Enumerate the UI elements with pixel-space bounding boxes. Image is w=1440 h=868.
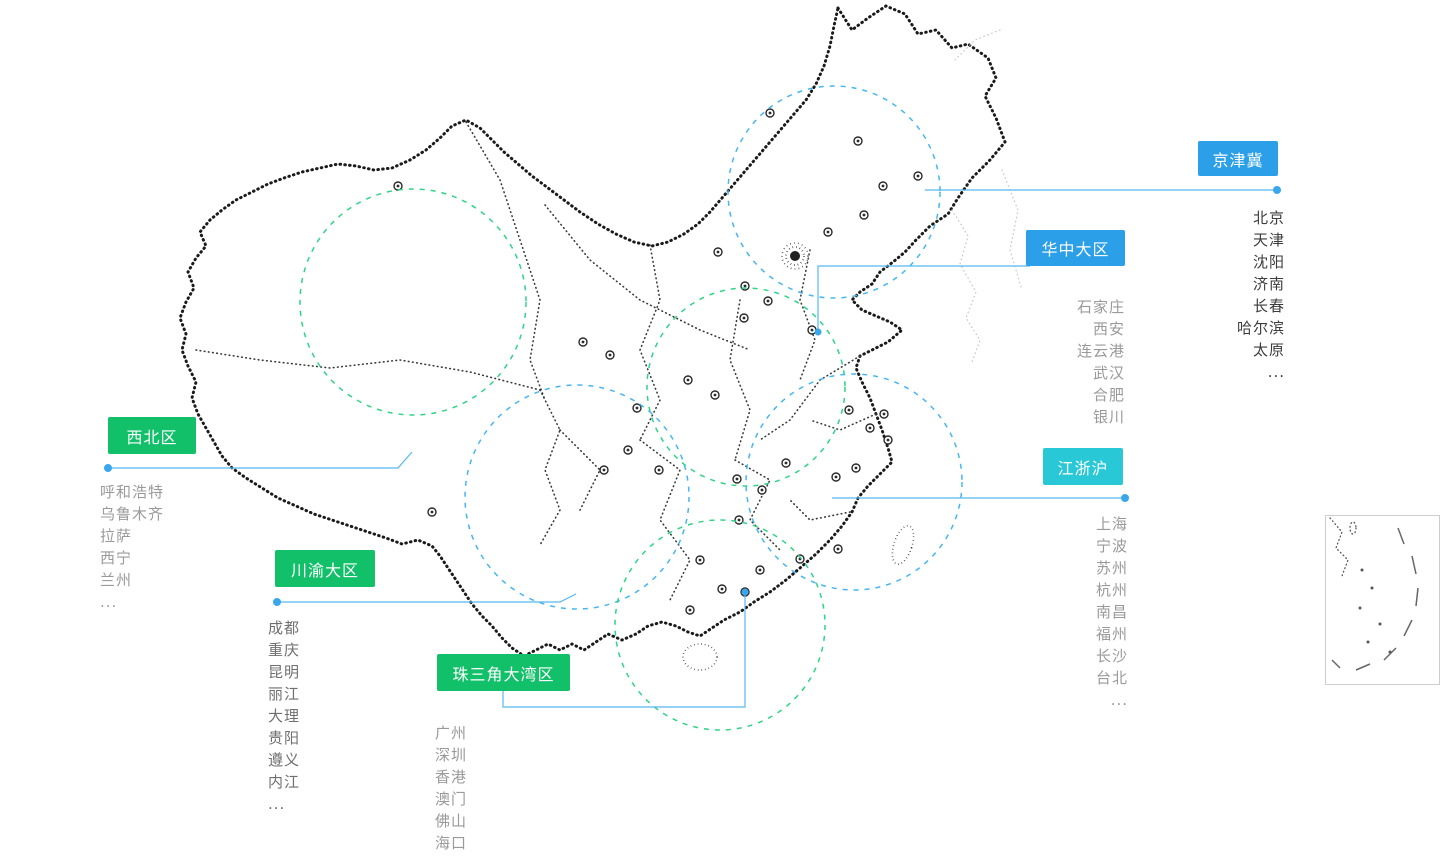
beijing-dense-cluster (781, 242, 809, 270)
city-item: 海口 (435, 834, 468, 852)
city-item: 长沙 (1095, 647, 1128, 665)
city-item: ... (1267, 363, 1285, 381)
city-item: 呼和浩特 (100, 483, 165, 501)
hainan-island (682, 643, 718, 671)
connector-xibei (108, 451, 413, 469)
city-item: 上海 (1095, 515, 1128, 533)
city-item: 遵义 (268, 751, 301, 769)
city-item: 乌鲁木齐 (100, 505, 165, 523)
city-item: 丽江 (268, 685, 301, 703)
city-list-xibei: 呼和浩特乌鲁木齐拉萨西宁兰州... (100, 481, 164, 613)
south-china-sea-inset (1325, 515, 1440, 685)
region-circles (299, 85, 963, 731)
city-item: 天津 (1252, 231, 1285, 249)
region-label-jingjinji[interactable]: 京津冀 (1198, 141, 1278, 176)
city-item: 澳门 (435, 790, 468, 808)
city-item: 银川 (1092, 408, 1125, 426)
connector-dot-zhusanjiao (741, 588, 749, 596)
region-label-chuanyu[interactable]: 川渝大区 (275, 550, 375, 587)
city-list-chuanyu: 成都重庆昆明丽江大理贵阳遵义内江... (268, 617, 300, 815)
province-borders (195, 121, 877, 601)
city-item: 南昌 (1095, 603, 1128, 621)
city-item: ... (435, 856, 453, 868)
islands (682, 524, 915, 671)
city-item: 长春 (1252, 297, 1285, 315)
city-item: 合肥 (1092, 386, 1125, 404)
taiwan-island (891, 524, 915, 566)
china-outline (178, 4, 1007, 658)
city-item: 大理 (268, 707, 301, 725)
city-item: 成都 (268, 619, 301, 637)
city-list-jingjinji: 北京天津沈阳济南长春哈尔滨太原... (1160, 207, 1285, 383)
connector-huazhong (817, 265, 1030, 332)
city-list-huazhong: 石家庄西安连云港武汉合肥银川 (1000, 296, 1125, 428)
city-item: ... (268, 795, 286, 813)
connector-chuanyu (277, 593, 577, 603)
city-item: 香港 (435, 768, 468, 786)
callout-lines (104, 186, 1281, 708)
inset-dash-line (1331, 527, 1419, 671)
city-item: 昆明 (268, 663, 301, 681)
city-item: 济南 (1252, 275, 1285, 293)
city-item: 兰州 (100, 571, 133, 589)
connector-dot-jiangzhehu (1121, 494, 1129, 502)
connector-zhusanjiao (502, 592, 746, 708)
connector-dot-huazhong (814, 328, 822, 336)
region-label-xibei[interactable]: 西北区 (108, 417, 196, 454)
city-item: 内江 (268, 773, 301, 791)
city-item: 贵阳 (268, 729, 301, 747)
city-item: 重庆 (268, 641, 301, 659)
city-item: 深圳 (435, 746, 468, 764)
region-label-jiangzhehu[interactable]: 江浙沪 (1043, 448, 1123, 485)
connector-dot-xibei (104, 464, 112, 472)
connector-dot-jingjinji (1273, 186, 1281, 194)
city-item: 佛山 (435, 812, 468, 830)
city-item: ... (100, 593, 118, 611)
city-item: ... (1110, 691, 1128, 709)
city-item: 广州 (435, 724, 468, 742)
city-item: 福州 (1095, 625, 1128, 643)
city-list-zhusanjiao: 广州深圳香港澳门佛山海口... (435, 722, 467, 868)
city-item: 台北 (1095, 669, 1128, 687)
city-item: 宁波 (1095, 537, 1128, 555)
region-label-huazhong[interactable]: 华中大区 (1026, 230, 1125, 266)
city-item: 西宁 (100, 549, 133, 567)
city-item: 哈尔滨 (1236, 319, 1285, 337)
city-item: 连云港 (1076, 342, 1125, 360)
city-item: 苏州 (1095, 559, 1128, 577)
city-item: 太原 (1252, 341, 1285, 359)
city-list-jiangzhehu: 上海宁波苏州杭州南昌福州长沙台北... (1005, 513, 1128, 711)
connector-dot-chuanyu (273, 598, 281, 606)
city-item: 北京 (1252, 209, 1285, 227)
city-item: 石家庄 (1076, 298, 1125, 316)
city-item: 西安 (1092, 320, 1125, 338)
city-item: 沈阳 (1252, 253, 1285, 271)
city-item: 拉萨 (100, 527, 133, 545)
region-label-zhusanjiao[interactable]: 珠三角大湾区 (437, 654, 570, 691)
city-item: 武汉 (1092, 364, 1125, 382)
city-item: 杭州 (1095, 581, 1128, 599)
